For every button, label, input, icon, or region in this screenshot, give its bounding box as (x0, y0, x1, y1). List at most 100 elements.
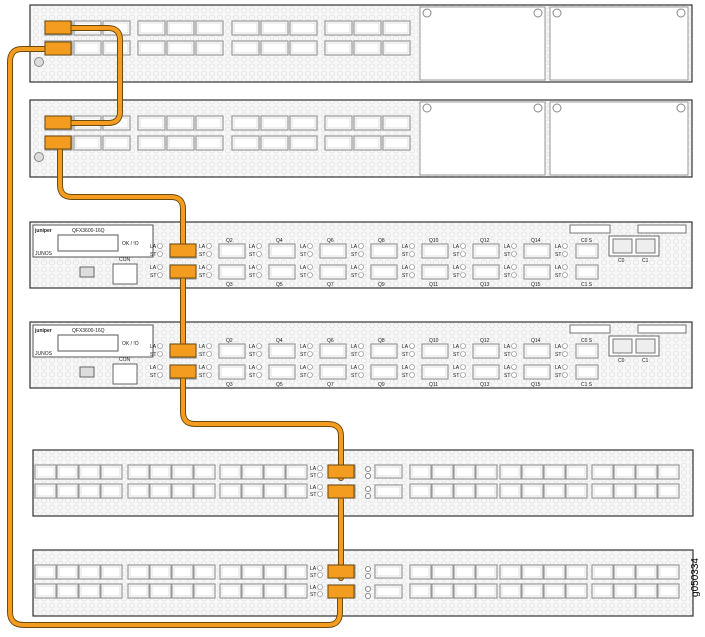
qsfp-port (370, 364, 398, 380)
led-icon (307, 364, 313, 370)
led-icon (358, 351, 364, 357)
led-icon (358, 343, 364, 349)
expansion-module (549, 6, 689, 81)
console-port (112, 263, 138, 285)
port-inner (265, 485, 284, 497)
port-inner (411, 566, 430, 578)
sfp-port (409, 583, 432, 599)
port-label: Q5 (276, 382, 283, 388)
port-inner (637, 485, 656, 497)
led-label: ST (300, 273, 306, 279)
led-label: LA (402, 365, 409, 371)
port-inner (577, 366, 597, 378)
led-icon (409, 364, 415, 370)
port-inner (220, 266, 244, 278)
port-inner (567, 566, 586, 578)
led-icon (562, 364, 568, 370)
sfp-port (100, 483, 123, 499)
port-inner (523, 466, 542, 478)
sfp-port (102, 135, 131, 151)
port-inner (423, 245, 447, 257)
port-inner (593, 485, 612, 497)
sfp-port (219, 483, 242, 499)
led-icon (317, 465, 323, 471)
model-label: QFX3600-16Q (72, 328, 105, 334)
sfp-port (635, 564, 658, 580)
sfp-port (353, 40, 382, 56)
port-inner (233, 22, 258, 34)
led-icon (256, 251, 262, 257)
sfp-port (260, 135, 289, 151)
sfp-port (78, 583, 101, 599)
cable-connector (44, 135, 72, 150)
screw-icon (422, 8, 432, 18)
port-label: C0 (618, 258, 625, 264)
port-inner (220, 345, 244, 357)
rj45-port (612, 338, 633, 354)
sfp-port (575, 243, 599, 259)
port-inner (455, 585, 474, 597)
port-inner (477, 466, 496, 478)
port-label: C0 S (581, 238, 593, 244)
led-icon (157, 351, 163, 357)
led-label: ST (150, 373, 156, 379)
qsfp-port (268, 243, 296, 259)
led-icon (307, 272, 313, 278)
qsfp-port (370, 264, 398, 280)
port-inner (637, 566, 656, 578)
led-label: LA (402, 265, 409, 271)
led-label: LA (150, 265, 157, 271)
led-label: ST (453, 373, 459, 379)
sfp-port (193, 583, 216, 599)
led-label: LA (453, 265, 460, 271)
led-label: ST (310, 492, 316, 498)
port-inner (326, 117, 351, 129)
port-inner (384, 22, 409, 34)
port-label: Q10 (429, 238, 439, 244)
led-icon (317, 584, 323, 590)
sfp-port (102, 40, 131, 56)
port-inner (262, 117, 287, 129)
led-icon (358, 364, 364, 370)
led-icon (256, 364, 262, 370)
port-label: Q3 (226, 382, 233, 388)
sfp-port (137, 115, 166, 131)
juniper-logo: juniper (34, 228, 52, 234)
port-inner (433, 485, 452, 497)
qsfp-port (218, 343, 246, 359)
port-inner (173, 585, 192, 597)
sfp-port (219, 564, 242, 580)
sfp-port (127, 583, 150, 599)
port-inner (659, 585, 678, 597)
port-inner (577, 345, 597, 357)
rj45-port (612, 238, 633, 254)
port-inner (372, 345, 396, 357)
led-label: ST (300, 252, 306, 258)
port-inner (355, 42, 380, 54)
port-inner (195, 585, 214, 597)
port-label: Q14 (531, 338, 541, 344)
sfp-port (263, 583, 286, 599)
port-inner (243, 485, 262, 497)
led-icon (562, 264, 568, 270)
port-inner (411, 485, 430, 497)
led-icon (206, 372, 212, 378)
sfp-port (543, 464, 566, 480)
port-inner (501, 466, 520, 478)
port-inner (477, 585, 496, 597)
sfp-port (565, 583, 588, 599)
screw-icon (552, 103, 562, 113)
qsfp-port (268, 264, 296, 280)
sfp-port (149, 583, 172, 599)
port-inner (659, 566, 678, 578)
led-label: ST (199, 352, 205, 358)
sfp-port (171, 464, 194, 480)
led-label: ST (504, 252, 510, 258)
port-inner (615, 485, 634, 497)
sfp-port (635, 483, 658, 499)
rj45-port (635, 338, 656, 354)
port-inner (173, 466, 192, 478)
port-inner (168, 22, 193, 34)
led-label: LA (453, 365, 460, 371)
